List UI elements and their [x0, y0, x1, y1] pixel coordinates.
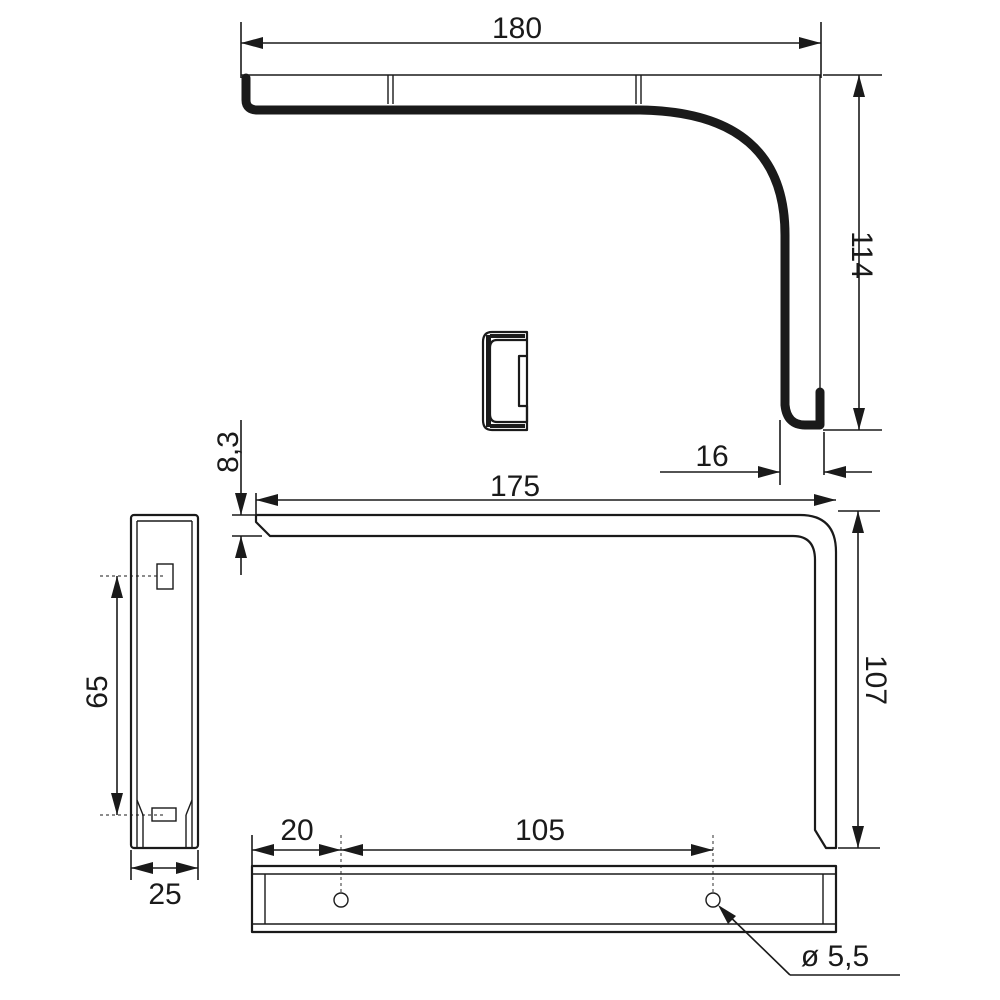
channel-inner [488, 338, 529, 424]
dim-25-label: 25 [148, 878, 181, 911]
dim-180-arrow-right [799, 37, 821, 49]
bottom-bracket-view: 175 107 8,3 [212, 420, 892, 850]
plate-lower-left [136, 799, 144, 816]
dim-180-label: 180 [492, 12, 542, 45]
strip-outer [250, 864, 838, 934]
plate-outer [129, 513, 200, 850]
dim-114-label: 114 [845, 231, 878, 279]
mounting-hole-left [333, 892, 349, 908]
top-bracket-profile [241, 73, 825, 430]
mounting-hole-right [705, 892, 721, 908]
dim-65-label: 65 [81, 675, 114, 708]
channel-fill-bottom [490, 424, 525, 428]
bottom-bracket-outer [254, 513, 838, 850]
top-bracket-view: 180 114 16 [240, 12, 882, 485]
plate-slot-top [156, 563, 174, 590]
dim-8-3-label: 8,3 [212, 431, 245, 473]
dim-105-arrow-left [341, 844, 363, 856]
dim-107-label: 107 [859, 655, 892, 705]
dim-8-3-arrow-top [235, 493, 247, 515]
dim-105-arrow-right [691, 844, 713, 856]
dim-25-arrow-left [131, 862, 153, 874]
dim-107-arrow-top [852, 511, 864, 533]
dim-65-arrow-top [111, 576, 123, 598]
dim-175-label: 175 [490, 470, 540, 503]
plate-lower-right [185, 799, 193, 816]
dim-180-arrow-left [241, 37, 263, 49]
channel-outer [481, 330, 529, 432]
mounting-strip-view: 20 105 ø 5,5 [250, 814, 900, 976]
channel-fill-top [490, 334, 525, 338]
dim-107-arrow-bottom [852, 826, 864, 848]
dim-114-arrow-top [853, 75, 865, 97]
plate-slot-bottom [151, 807, 177, 822]
dim-16-arrow-left [758, 466, 780, 478]
top-bracket-flange [241, 74, 821, 428]
plate-front-view: 65 25 [81, 513, 200, 911]
dim-175-arrow-left [256, 494, 278, 506]
dim-diameter-leader [719, 906, 791, 976]
dim-16-arrow-right [824, 466, 846, 478]
dim-16-label: 16 [695, 440, 728, 473]
dim-20-arrow-right [319, 844, 341, 856]
channel-fill [486, 335, 491, 427]
dim-20-label: 20 [280, 814, 313, 847]
dim-175-arrow-right [814, 494, 836, 506]
dim-diameter-label: ø 5,5 [801, 940, 869, 973]
dim-8-3-arrow-bottom [235, 536, 247, 558]
dim-114-arrow-bottom [853, 408, 865, 430]
dim-65-arrow-bottom [111, 793, 123, 815]
dim-20-arrow-left [252, 844, 274, 856]
dim-105-label: 105 [515, 814, 565, 847]
dim-25-arrow-right [176, 862, 198, 874]
channel-section [481, 330, 529, 432]
